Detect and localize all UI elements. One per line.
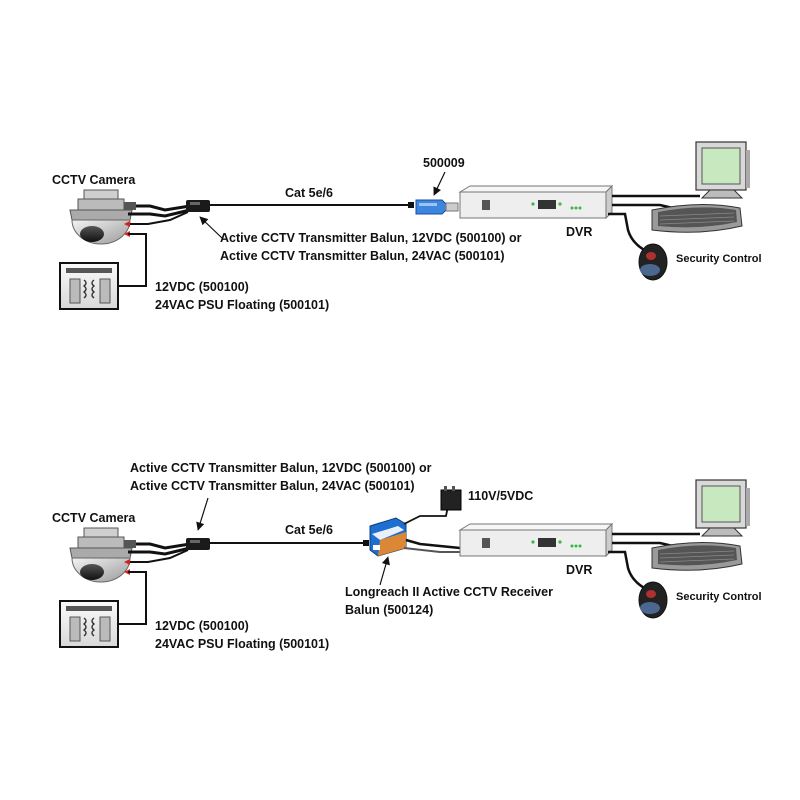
bottom-tx-balun-arrow <box>196 497 209 531</box>
transmitter-balun-icon <box>186 200 210 212</box>
dvr-icon <box>458 522 614 558</box>
mouse-icon <box>638 243 668 281</box>
psu-icon <box>59 600 119 648</box>
bottom-rx-balun-line2: Balun (500124) <box>345 603 433 617</box>
top-tx-balun-line1: Active CCTV Transmitter Balun, 12VDC (50… <box>220 231 522 245</box>
camera-leads <box>118 540 191 625</box>
top-receiver-part-label: 500009 <box>423 156 465 170</box>
bottom-rx-balun-line1: Longreach II Active CCTV Receiver <box>345 585 553 599</box>
top-psu-line2: 24VAC PSU Floating (500101) <box>155 298 329 312</box>
top-cable-label: Cat 5e/6 <box>285 186 333 200</box>
top-dvr-label: DVR <box>566 225 592 239</box>
receiver-balun-icon <box>369 517 407 557</box>
transmitter-balun-icon <box>186 538 210 550</box>
tx-balun-arrow <box>199 216 223 239</box>
bottom-psu-line1: 12VDC (500100) <box>155 619 249 633</box>
top-section: CCTV Camera Cat 5e/6 <box>52 141 762 312</box>
psu-icon <box>59 262 119 310</box>
keyboard-icon <box>651 541 743 571</box>
bottom-section: Active CCTV Transmitter Balun, 12VDC (50… <box>52 461 762 651</box>
power-adapter-icon <box>440 486 462 511</box>
bottom-security-label: Security Control <box>676 591 762 603</box>
dome-camera-icon <box>69 189 133 245</box>
rx-balun-arrow <box>379 556 390 586</box>
top-tx-balun-line2: Active CCTV Transmitter Balun, 24VAC (50… <box>220 249 505 263</box>
usb-receiver-icon <box>415 199 459 215</box>
top-security-label: Security Control <box>676 253 762 265</box>
bottom-psu-line2: 24VAC PSU Floating (500101) <box>155 637 329 651</box>
top-camera-label: CCTV Camera <box>52 173 136 187</box>
bottom-cable-label: Cat 5e/6 <box>285 523 333 537</box>
bottom-tx-balun-line1: Active CCTV Transmitter Balun, 12VDC (50… <box>130 461 432 475</box>
dome-camera-icon <box>69 527 133 583</box>
bottom-dvr-label: DVR <box>566 563 592 577</box>
receiver-arrow <box>433 171 446 196</box>
keyboard-icon <box>651 203 743 233</box>
bottom-tx-balun-line2: Active CCTV Transmitter Balun, 24VAC (50… <box>130 479 415 493</box>
bottom-power-label: 110V/5VDC <box>468 489 533 503</box>
dvr-icon <box>458 184 614 220</box>
camera-leads <box>118 202 191 287</box>
monitor-icon <box>695 141 750 199</box>
bottom-camera-label: CCTV Camera <box>52 511 136 525</box>
monitor-icon <box>695 479 750 537</box>
mouse-icon <box>638 581 668 619</box>
top-psu-line1: 12VDC (500100) <box>155 280 249 294</box>
